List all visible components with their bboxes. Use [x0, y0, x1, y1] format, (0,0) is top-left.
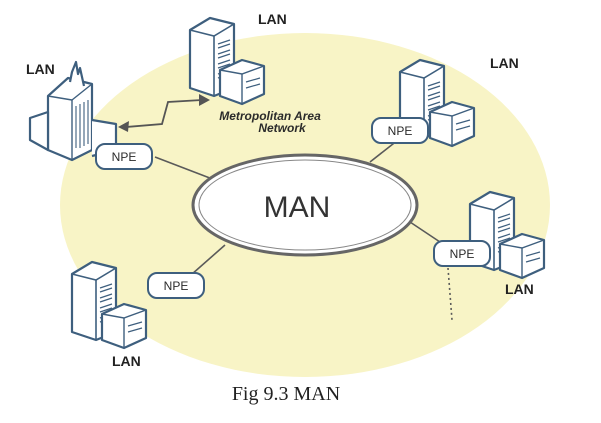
arrowhead-right-icon: [199, 94, 210, 106]
npe-box-right: [433, 240, 491, 267]
man-ring-inner: [198, 159, 412, 251]
npe-label-upper-left: NPE: [112, 150, 137, 164]
lan-label-top: LAN: [258, 11, 287, 27]
lan-label-upper-right: LAN: [490, 55, 519, 71]
network-title-line2: Network: [258, 121, 307, 135]
lan-label-upper-left: LAN: [26, 61, 55, 77]
npe-label-lower-left: NPE: [164, 279, 189, 293]
lan-label-lower-left: LAN: [112, 353, 141, 369]
npe-label-upper-right: NPE: [388, 124, 413, 138]
link-left: [154, 156, 216, 181]
network-title-line1: Metropolitan Area: [219, 109, 321, 123]
npe-box-lower-left: [147, 272, 205, 299]
bidirectional-arrow: [125, 99, 203, 128]
man-label: MAN: [264, 191, 331, 224]
lan-building-upper-left: [28, 60, 118, 162]
lan-label-right: LAN: [505, 281, 534, 297]
figure-caption: Fig 9.3 MAN: [232, 383, 340, 405]
npe-box-upper-left: [95, 143, 153, 170]
link-right: [409, 221, 441, 243]
arrowhead-left-icon: [118, 121, 129, 132]
npe-label-right: NPE: [450, 247, 475, 261]
dotted-extension: [447, 267, 453, 321]
npe-box-upper-right: [371, 117, 429, 144]
